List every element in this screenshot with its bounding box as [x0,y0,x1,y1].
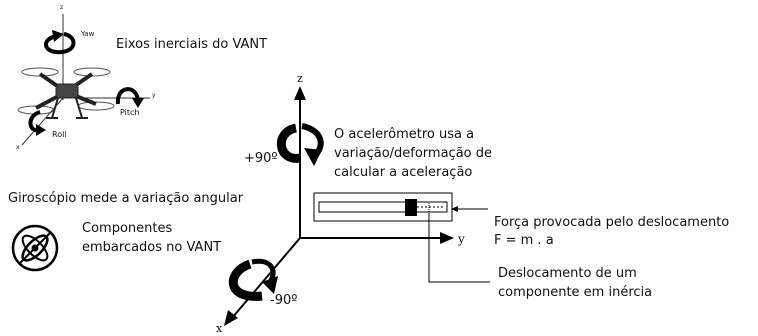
force-text-line-2: F = m . a [494,233,554,248]
force-text-line-1: Força provocada pelo deslocamento [494,215,730,230]
displacement-text-line-2: componente em inércia [498,285,653,300]
displacement-text-line-1: Deslocamento de um [498,266,637,281]
y-axis-arrowhead [440,232,454,244]
gyroscope-icon [11,224,59,272]
drone-title: Eixos inerciais do VANT [116,37,268,52]
accelerometer-text-line-2: variação/deformação de [334,146,493,161]
accelerometer-text-line-1: O acelerômetro usa a [334,127,475,142]
x-axis-arrowhead [224,310,238,326]
y-axis-label: y [458,232,465,246]
accelerometer-channel [318,201,448,213]
yaw-label: Yaw [81,30,95,38]
drone-icon [17,67,115,119]
proof-mass [405,199,417,216]
minus-90-label: -90º [270,293,298,308]
displacement-pointer-line [428,213,490,283]
accelerometer-text-line-3: calcular a aceleração [334,165,473,180]
z-axis-arrowhead [294,86,306,100]
drone-axis-y-label: y [152,92,156,99]
components-text-line-1: Componentes [82,221,173,236]
rotation-arrow-icon [276,123,324,166]
pitch-arrow-icon [115,87,140,105]
accelerometer-housing [313,192,453,222]
gyroscope-description: Giroscópio mede a variação angular [8,191,244,206]
roll-label: Roll [52,130,67,139]
plus-90-label: +90º [244,151,278,166]
components-text-line-2: embarcados no VANT [82,240,222,255]
z-axis-label: z [297,72,303,85]
force-pointer-arrowhead [451,206,458,212]
x-axis [231,237,301,319]
drone-axis-z-label: z [60,4,64,11]
rotation-arrow-icon [228,258,278,301]
pitch-label: Pitch [120,108,140,117]
x-axis-label: x [216,322,223,335]
drone-axis-x-label: x [16,144,20,151]
yaw-arrow-icon [44,32,76,55]
